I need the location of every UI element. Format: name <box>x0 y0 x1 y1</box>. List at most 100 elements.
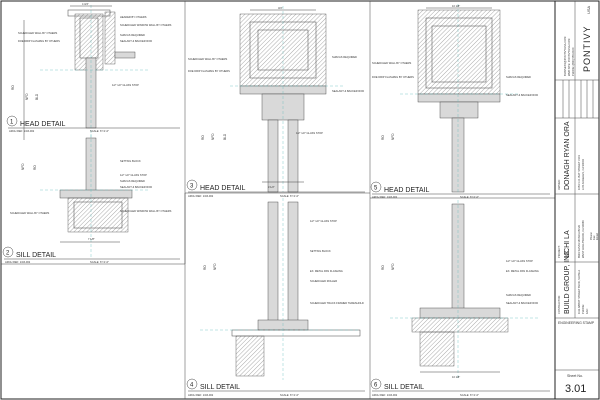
d3-number: 3 <box>190 184 194 190</box>
detail-2-sill: 7 1/8" NFD RO SETTING BLOCK 1/2" 1/2" GL… <box>2 134 180 264</box>
d6-arch-ref: ARCH REF: 1/A5-002 <box>372 393 398 397</box>
d1-arch-ref: ARCH REF: 1/A5-002 <box>9 129 35 133</box>
d1-note-glass-stop: 1/2" 1/2" GLASS STOP <box>112 83 139 87</box>
d1-note-sealant: SEALANT & BACKER ROD <box>120 39 152 43</box>
panel-frames <box>1 1 556 399</box>
contact-2: PHONE: (800) 555-0100 <box>571 47 575 76</box>
d6-note-shim: SHIM AS REQUIRED <box>506 293 531 297</box>
d2-arch-ref: ARCH REF: 1/A5-002 <box>5 260 31 264</box>
svg-text:RO: RO <box>11 85 15 90</box>
d6-note-pan-flashing: EX. METAL PAN FLASHING <box>506 269 539 273</box>
d4-arch-ref: ARCH REF: 1/A5-002 <box>188 393 214 397</box>
d1-scale: SCALE: 6"=1'-0" <box>90 129 109 133</box>
svg-text:NFD: NFD <box>391 263 395 270</box>
d1-note-header: HEADER BY OTHERS <box>120 15 147 19</box>
revision-grid <box>562 80 594 118</box>
detail-3-head: 3/4" 3 1/2" RO NFD BLD SCHEDULED WALL BY… <box>186 6 365 198</box>
svg-text:NFD: NFD <box>21 163 25 170</box>
detail-1-head: 4 3/4" RO NFD BLD HEADER BY OTHERS SCHED… <box>6 2 180 140</box>
d3-note-shim: SHIM AS REQUIRED <box>332 55 357 59</box>
title-block: PONTIVY USA BUSINESS@PONTIVYUSA.COM WEB … <box>555 1 599 395</box>
d3-note-sealant: SEALANT & BACKER ROD <box>332 89 364 93</box>
d6-number: 6 <box>374 383 378 389</box>
d4-note-pan-flashing: EX. METAL PAN FLASHING <box>310 269 343 273</box>
brand-sub: USA <box>586 5 591 14</box>
d2-note-sealant: SEALANT & BACKER ROD <box>120 185 152 189</box>
d5-arch-ref: ARCH REF: 1/A5-002 <box>372 195 398 199</box>
d5-note-wall: SCHEDULED WALL BY OTHERS <box>372 61 412 65</box>
d1-note-drip: DOE DRIP FLASHING BY OTHERS <box>18 39 60 43</box>
owner-addr-1: LOS ANGELES, CA 90004 <box>581 159 585 190</box>
svg-text:NFD: NFD <box>25 93 29 100</box>
brand-logo: PONTIVY <box>582 25 592 72</box>
d5-top-dim: 10 1/8" <box>452 4 460 8</box>
contractor-addr-2: FAX: <box>585 308 589 314</box>
phone-label: Phone: <box>589 231 593 240</box>
d4-title: SILL DETAIL <box>200 384 240 391</box>
d5-title: HEAD DETAIL <box>384 187 429 194</box>
d2-note-glass-stop: 1/2" 1/2" GLASS STOP <box>120 173 147 177</box>
d2-note-window-wall: SCHEDULED WINDOW WALL BY OTHERS <box>120 209 172 213</box>
d2-note-shim: SHIM AS REQUIRED <box>120 179 145 183</box>
svg-text:RO: RO <box>201 135 205 140</box>
contractor-addr-0: 1111 ABBOT STREET BLVD, SUITE A <box>577 270 581 314</box>
detail-5-head: 10 1/8" RO NFD SCHEDULED WALL BY OTHERS … <box>370 4 550 199</box>
d2-number: 2 <box>6 251 10 257</box>
sheet-label: Sheet No. <box>567 374 583 378</box>
d6-note-glass-stop: 1/2" 1/2" GLASS STOP <box>506 259 533 263</box>
d3-note-glass-stop: 1/2" 1/2" GLASS STOP <box>296 131 323 135</box>
d5-note-sealant: SEALANT & BACKER ROD <box>506 93 538 97</box>
contractor-label: CONTRACTOR: <box>557 295 561 314</box>
detail-6-sill: 10 1/8" RO NFD 1/2" 1/2" GLASS STOP EX. … <box>370 200 550 397</box>
detail-4-sill: RO NFD 1/2" 1/2" GLASS STOP SETTING BLOC… <box>186 198 365 397</box>
d4-scale: SCALE: 6"=1'-0" <box>280 393 299 397</box>
svg-text:BLD: BLD <box>35 93 39 100</box>
d3-note-wall: SCHEDULED WALL BY OTHERS <box>188 57 228 61</box>
d5-number: 5 <box>374 186 378 192</box>
d4-note-roller: SCHEDULED ROLLER <box>310 279 337 283</box>
owner-name: DONAGH RYAN ORA <box>564 121 571 190</box>
email-label: Email: <box>595 233 599 240</box>
project-name: UCHI LA <box>564 230 571 258</box>
d5-scale: SCALE: 6"=1'-0" <box>460 195 479 199</box>
d2-note-setting-block: SETTING BLOCK <box>120 159 141 163</box>
contractor-name: BUILD GROUP, INC. <box>564 249 571 314</box>
d1-note-wall: SCHEDULED WALL BY OTHERS <box>18 31 58 35</box>
d1-note-shim: SHIM AS REQUIRED <box>120 33 145 37</box>
stamp-label: ENGINEERING STAMP <box>558 321 595 325</box>
d1-number: 1 <box>10 120 14 126</box>
contractor-addr-1: PHONE: <box>581 304 585 314</box>
svg-text:NFD: NFD <box>211 133 215 140</box>
d3-scale: SCALE: 6"=1'-0" <box>280 194 299 198</box>
d3-width-dim: 3 1/2" <box>268 185 275 189</box>
d2-title: SILL DETAIL <box>16 252 56 259</box>
d3-top-dim: 3/4" <box>278 6 283 10</box>
d1-title: HEAD DETAIL <box>20 121 65 128</box>
project-addr-1: WEST HOLLYWOOD, CA 90069 <box>581 220 585 258</box>
d2-bottom-dim: 7 1/8" <box>88 237 95 241</box>
d5-note-drip: DOE DRIP FLASHING BY OTHERS <box>372 75 414 79</box>
d1-top-dim: 4 3/4" <box>82 2 89 6</box>
d2-note-wall: SCHEDULED WALL BY OTHERS <box>10 211 50 215</box>
project-addr-0: 8933 SANTA MONICA BLVD <box>577 225 581 258</box>
d2-scale: SCALE: 6"=1'-0" <box>90 260 109 264</box>
owner-label: OWNER: <box>557 179 561 190</box>
fax-label: Fax: <box>592 235 596 240</box>
svg-text:RO: RO <box>203 265 207 270</box>
contact-1: WEB SITE: PONTIVYUSA.COM <box>567 39 571 76</box>
d4-note-glass-stop: 1/2" 1/2" GLASS STOP <box>310 219 337 223</box>
svg-text:RO: RO <box>33 165 37 170</box>
d5-note-shim: SHIM AS REQUIRED <box>506 75 531 79</box>
d3-note-drip: DOE DRIP FLASHING BY OTHERS <box>188 69 230 73</box>
d6-title: SILL DETAIL <box>384 384 424 391</box>
d6-bottom-dim: 10 1/8" <box>452 375 460 379</box>
d3-arch-ref: ARCH REF: 1/A5-002 <box>188 194 214 198</box>
d4-note-setting-block: SETTING BLOCK <box>310 249 331 253</box>
svg-text:BLD: BLD <box>223 133 227 140</box>
sheet-number: 3.01 <box>565 383 586 395</box>
svg-text:RO: RO <box>381 135 385 140</box>
svg-text:NFD: NFD <box>213 263 217 270</box>
project-label: PROJECT: <box>557 245 561 258</box>
